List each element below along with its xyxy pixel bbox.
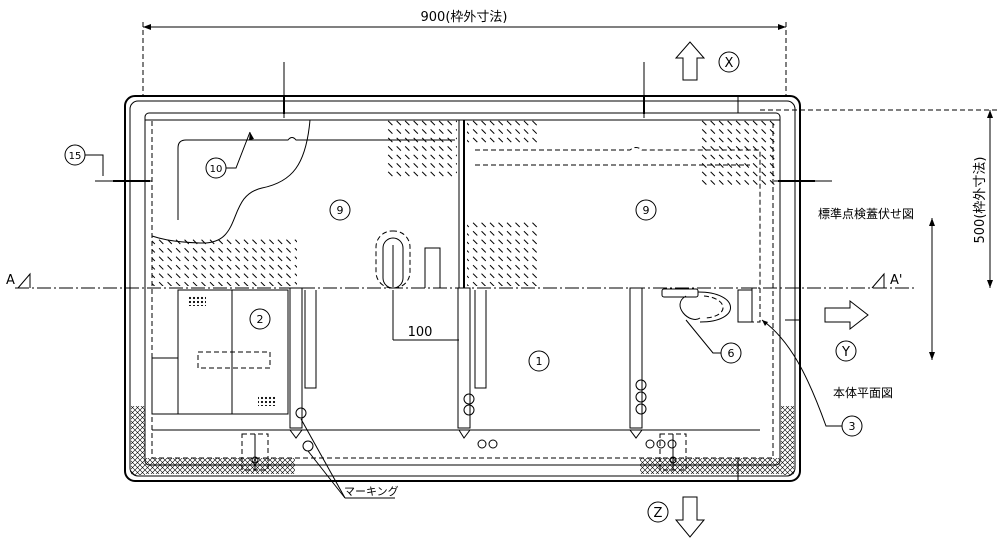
part-balloon-10: 10 bbox=[205, 131, 254, 179]
hatch-bottom-right-2 bbox=[640, 458, 781, 474]
part-number-2: 2 bbox=[257, 313, 264, 326]
diamond-plate-center-right bbox=[467, 222, 537, 286]
diamond-plate-top-center-right bbox=[467, 120, 537, 144]
part-number-6: 6 bbox=[728, 347, 735, 360]
direction-y: Y bbox=[824, 299, 869, 362]
hatch-bottom-left-2 bbox=[145, 458, 295, 474]
part-balloon-9-right: 9 bbox=[635, 199, 657, 221]
part-number-9-right: 9 bbox=[643, 204, 650, 217]
media-block-bottom bbox=[258, 396, 276, 406]
part-number-3: 3 bbox=[849, 420, 856, 433]
inner-dimension-label: 100 bbox=[408, 325, 433, 340]
part-number-9-left: 9 bbox=[337, 204, 344, 217]
marking-label: マーキング bbox=[344, 484, 399, 498]
width-dimension: 900(枠外寸法) bbox=[142, 10, 787, 97]
cover-view-label: 標準点検蓋伏せ図 bbox=[818, 206, 914, 221]
section-label-a: A bbox=[6, 273, 15, 288]
width-dimension-label: 900(枠外寸法) bbox=[421, 10, 508, 25]
part-number-15: 15 bbox=[69, 151, 82, 162]
direction-z-label: Z bbox=[654, 506, 663, 521]
part-balloon-15: 15 bbox=[64, 144, 104, 176]
direction-x-label: X bbox=[725, 56, 734, 71]
media-block-top bbox=[188, 296, 206, 306]
part-number-1: 1 bbox=[536, 355, 543, 368]
marking-callout: マーキング bbox=[300, 418, 399, 499]
hatch-bottom-right bbox=[781, 406, 794, 475]
diamond-plate-top-center bbox=[387, 120, 457, 180]
part-balloon-6: 6 bbox=[685, 319, 742, 364]
height-dimension-label: 500(枠外寸法) bbox=[973, 157, 988, 244]
height-dimension: 500(枠外寸法) bbox=[760, 109, 997, 288]
part-number-10: 10 bbox=[210, 164, 223, 175]
body-plan-label: 本体平面図 bbox=[833, 386, 893, 400]
diamond-plate-top-right bbox=[700, 120, 778, 185]
view-range-arrow bbox=[929, 218, 935, 360]
direction-z: Z bbox=[647, 496, 706, 538]
section-line: A A' bbox=[6, 272, 915, 289]
cover-view bbox=[95, 62, 832, 289]
part-balloon-3: 3 bbox=[761, 319, 863, 437]
hatch-bottom-left bbox=[131, 406, 145, 475]
diamond-plate-left bbox=[152, 236, 297, 286]
part-balloon-1: 1 bbox=[528, 350, 550, 372]
direction-x: X bbox=[674, 41, 740, 81]
body-plan: 100 bbox=[151, 287, 761, 471]
part-balloon-9-left: 9 bbox=[329, 199, 351, 221]
part-balloon-2: 2 bbox=[249, 308, 271, 330]
direction-y-label: Y bbox=[841, 345, 850, 360]
section-label-a-prime: A' bbox=[890, 273, 902, 288]
